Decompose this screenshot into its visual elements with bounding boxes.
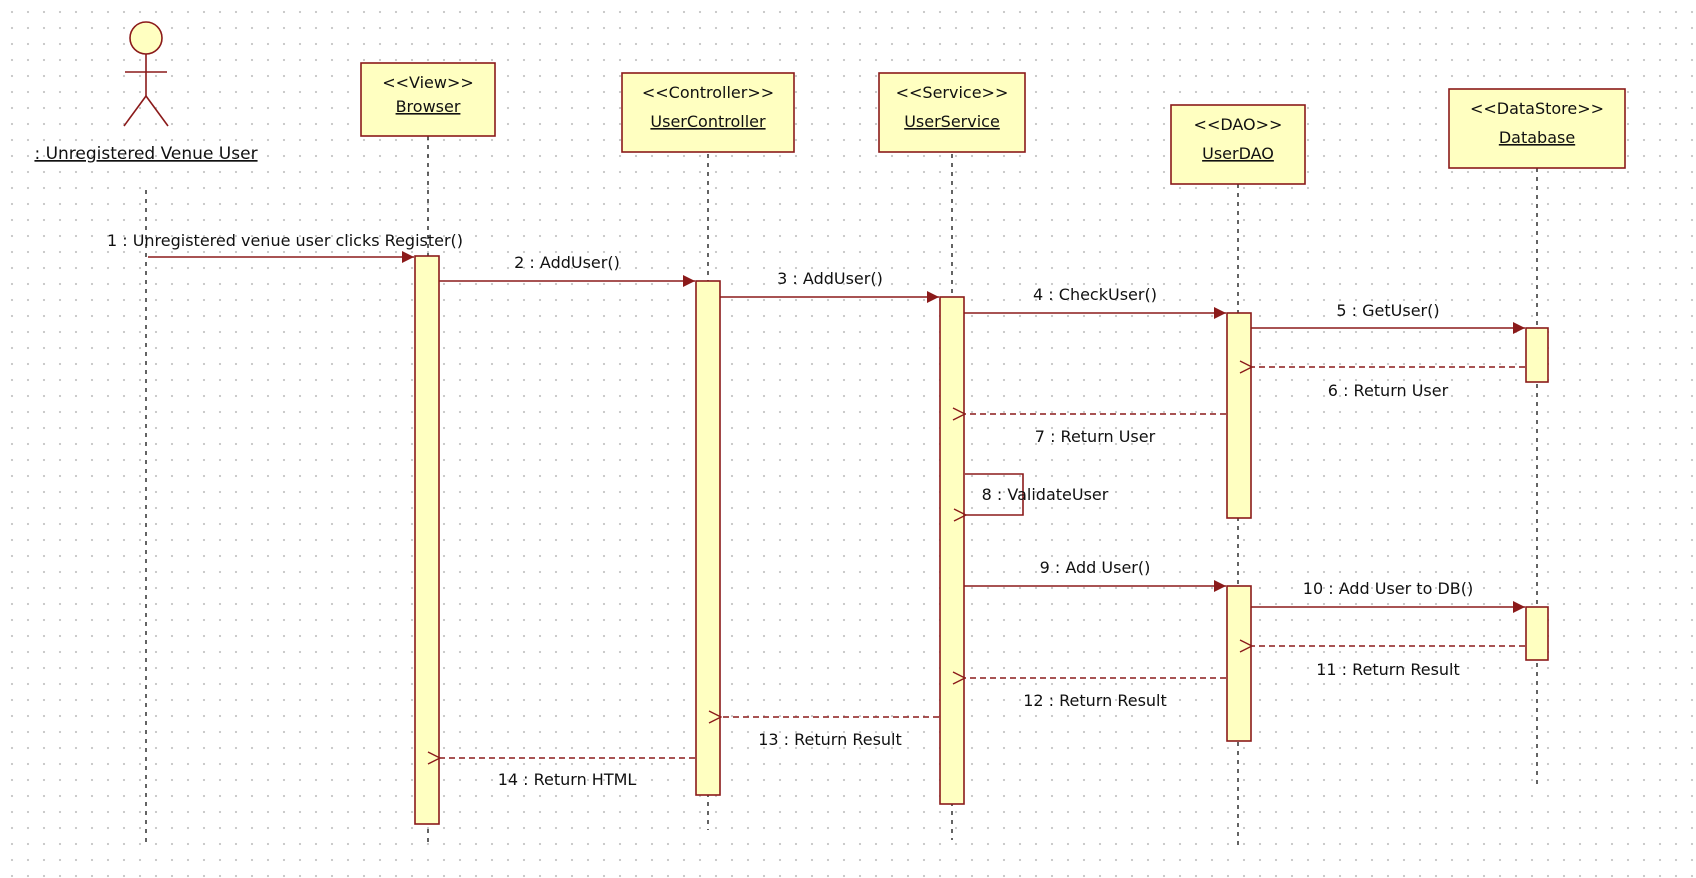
actor[interactable]: : Unregistered Venue User (34, 21, 258, 164)
lifeline-name: UserController (650, 112, 766, 131)
message-label: 2 : AddUser() (514, 253, 620, 272)
lifeline-head-database[interactable]: <<DataStore>> Database (1448, 88, 1626, 169)
lifeline-head-userservice[interactable]: <<Service>> UserService (878, 72, 1026, 153)
message-11[interactable]: 11 : Return Result (1252, 646, 1525, 679)
message-2[interactable]: 2 : AddUser() (439, 253, 695, 287)
message-14[interactable]: 14 : Return HTML (440, 758, 695, 789)
lifeline-head-browser[interactable]: <<View>> Browser (360, 62, 496, 137)
activation-bars (414, 255, 1549, 825)
lifeline-stereotype: <<Service>> (896, 83, 1009, 102)
message-label: 5 : GetUser() (1336, 301, 1439, 320)
activation-bar-browser (414, 255, 440, 825)
message-13[interactable]: 13 : Return Result (721, 717, 939, 749)
message-7[interactable]: 7 : Return User (965, 414, 1226, 446)
actor-label: : Unregistered Venue User (34, 144, 257, 164)
message-10[interactable]: 10 : Add User to DB() (1251, 579, 1525, 613)
message-8[interactable]: 8 : ValidateUser (965, 473, 1109, 515)
message-1[interactable]: 1 : Unregistered venue user clicks Regis… (107, 231, 463, 263)
message-9[interactable]: 9 : Add User() (964, 558, 1226, 592)
lifeline-head-userdao[interactable]: <<DAO>> UserDAO (1170, 104, 1306, 185)
lifeline-stereotype: <<DataStore>> (1470, 99, 1604, 118)
message-label: 11 : Return Result (1316, 660, 1460, 679)
lifeline-name: Browser (396, 97, 461, 116)
message-5[interactable]: 5 : GetUser() (1251, 301, 1525, 334)
message-label: 7 : Return User (1035, 427, 1156, 446)
message-label: 8 : ValidateUser (982, 485, 1109, 504)
activation-bar-usercontroller (695, 280, 721, 796)
lifeline-stereotype: <<Controller>> (642, 83, 774, 102)
activation-bar-userservice (939, 296, 965, 805)
message-label: 14 : Return HTML (498, 770, 637, 789)
lifeline-name: Database (1499, 128, 1575, 147)
message-label: 13 : Return Result (758, 730, 902, 749)
activation-bar-database-2 (1525, 606, 1549, 661)
lifeline-name: UserDAO (1202, 144, 1274, 163)
message-12[interactable]: 12 : Return Result (965, 678, 1226, 710)
activation-bar-userdao-1 (1226, 312, 1252, 519)
message-4[interactable]: 4 : CheckUser() (964, 285, 1226, 319)
lifeline-head-usercontroller[interactable]: <<Controller>> UserController (621, 72, 795, 153)
message-label: 3 : AddUser() (777, 269, 883, 288)
activation-bar-userdao-2 (1226, 585, 1252, 742)
lifeline-stereotype: <<DAO>> (1194, 115, 1283, 134)
message-label: 9 : Add User() (1040, 558, 1151, 577)
message-6[interactable]: 6 : Return User (1252, 367, 1525, 400)
message-label: 10 : Add User to DB() (1303, 579, 1473, 598)
stick-figure-icon (123, 21, 169, 127)
message-label: 1 : Unregistered venue user clicks Regis… (107, 231, 463, 250)
message-label: 6 : Return User (1328, 381, 1449, 400)
message-3[interactable]: 3 : AddUser() (720, 269, 939, 303)
self-message-arrow (965, 473, 1024, 515)
lifeline-stereotype: <<View>> (382, 73, 474, 92)
activation-bar-database-1 (1525, 327, 1549, 383)
message-label: 12 : Return Result (1023, 691, 1167, 710)
message-label: 4 : CheckUser() (1033, 285, 1157, 304)
lifeline-name: UserService (904, 112, 1000, 131)
